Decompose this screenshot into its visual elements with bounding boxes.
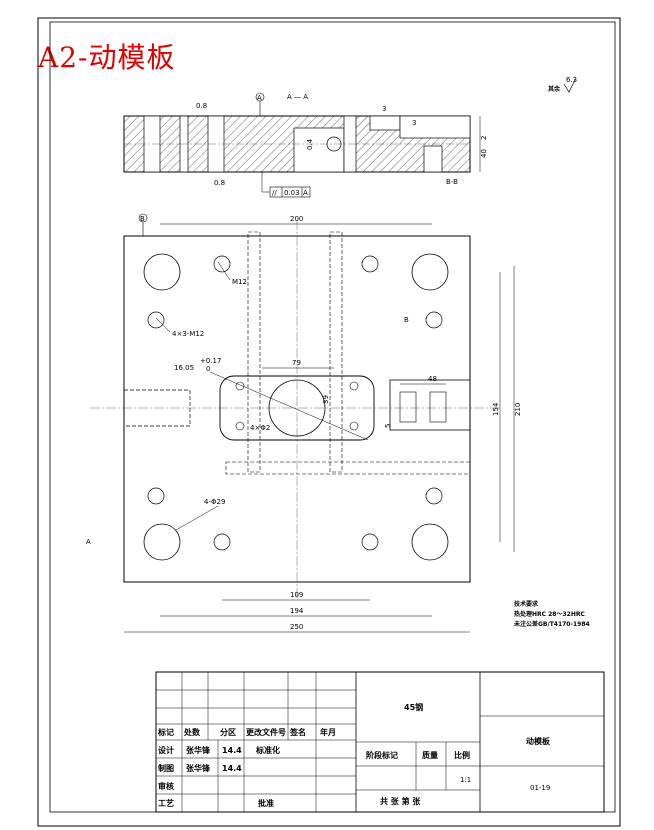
svg-text:未注公差GB/T4170-1984: 未注公差GB/T4170-1984: [514, 620, 590, 628]
svg-text:154: 154: [492, 402, 500, 416]
svg-text:39: 39: [322, 395, 330, 404]
svg-text:标记: 标记: [157, 727, 174, 737]
svg-text:B: B: [404, 316, 409, 324]
svg-text:109: 109: [290, 591, 303, 599]
svg-text:16.05: 16.05: [174, 364, 194, 372]
svg-text:技术要求: 技术要求: [514, 600, 539, 608]
svg-text:设计: 设计: [158, 745, 174, 755]
svg-text:工艺: 工艺: [158, 798, 174, 808]
svg-text:4×3-M12: 4×3-M12: [172, 330, 204, 338]
svg-text:0.03: 0.03: [284, 189, 300, 197]
svg-text:分区: 分区: [220, 727, 236, 737]
svg-text:3: 3: [382, 105, 386, 113]
svg-text:年月: 年月: [320, 727, 336, 737]
svg-text:其余: 其余: [548, 85, 561, 93]
svg-text:48: 48: [428, 375, 437, 383]
svg-text:更改文件号: 更改文件号: [246, 727, 286, 737]
svg-text:比例: 比例: [454, 750, 470, 760]
roughness-symbol: 其余 6.3: [548, 76, 577, 93]
section-view: A — A A 0.8 0.8 0.4 3 3 40 2 B-B: [123, 92, 488, 198]
svg-text:+0.17: +0.17: [200, 357, 221, 365]
svg-text:14.4: 14.4: [222, 764, 242, 773]
corner-title: A2-动模板: [38, 41, 176, 74]
svg-text:0.4: 0.4: [306, 138, 314, 150]
part-name: 动模板: [526, 736, 551, 746]
svg-text:审核: 审核: [158, 781, 174, 791]
title-block: 标记 处数 分区 更改文件号 签名 年月 设计 张华锋 14.4 标准化 制图 …: [155, 671, 605, 813]
svg-text://: //: [272, 189, 277, 197]
svg-text:210: 210: [514, 403, 522, 416]
plan-view: B: [86, 213, 522, 633]
svg-text:张华锋: 张华锋: [186, 745, 211, 755]
svg-text:签名: 签名: [289, 727, 306, 737]
svg-text:标准化: 标准化: [255, 745, 280, 755]
svg-text:热处理HRC 28～32HRC: 热处理HRC 28～32HRC: [514, 610, 585, 618]
svg-text:3: 3: [412, 119, 416, 127]
svg-text:4×Φ2: 4×Φ2: [250, 424, 270, 432]
svg-text:1:1: 1:1: [460, 776, 471, 784]
svg-text:0: 0: [206, 365, 210, 373]
svg-text:194: 194: [290, 607, 304, 615]
drawing-number: 01-19: [530, 784, 550, 792]
svg-text:200: 200: [290, 215, 303, 223]
svg-text:质量: 质量: [422, 750, 438, 760]
svg-text:M12: M12: [232, 278, 247, 286]
svg-text:共 张 第 张: 共 张 第 张: [380, 796, 421, 806]
flatness-frame: // 0.03 A: [261, 172, 311, 198]
svg-text:阶段标记: 阶段标记: [366, 750, 398, 760]
svg-text:4-Φ29: 4-Φ29: [204, 498, 225, 506]
svg-text:14.4: 14.4: [222, 746, 242, 755]
outer-frame: [37, 17, 621, 827]
svg-text:B-B: B-B: [446, 178, 458, 186]
svg-text:0.8: 0.8: [214, 179, 225, 187]
svg-text:2: 2: [480, 136, 488, 140]
svg-text:制图: 制图: [158, 763, 174, 773]
svg-text:5: 5: [384, 424, 392, 428]
svg-text:处数: 处数: [183, 727, 201, 737]
svg-text:A: A: [86, 538, 91, 546]
svg-text:79: 79: [292, 359, 301, 367]
section-label: A — A: [287, 93, 308, 101]
material: 45钢: [404, 702, 423, 712]
svg-text:A: A: [257, 94, 262, 102]
technical-notes: 技术要求 热处理HRC 28～32HRC 未注公差GB/T4170-1984: [514, 600, 590, 628]
svg-text:批准: 批准: [258, 798, 274, 808]
svg-text:0.8: 0.8: [196, 102, 207, 110]
svg-text:250: 250: [290, 623, 303, 631]
svg-text:B: B: [140, 215, 145, 223]
svg-text:A: A: [303, 189, 308, 197]
svg-text:40: 40: [480, 149, 488, 158]
svg-text:张华锋: 张华锋: [186, 763, 211, 773]
svg-text:6.3: 6.3: [566, 76, 577, 84]
